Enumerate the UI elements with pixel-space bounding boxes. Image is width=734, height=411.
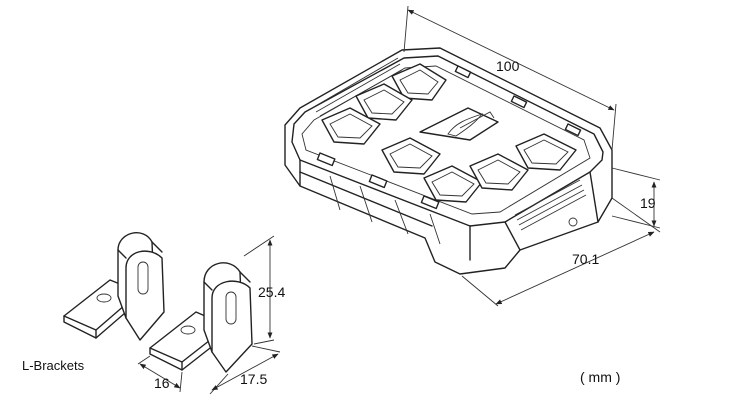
button-4 <box>381 137 441 175</box>
l-bracket-right <box>149 262 253 373</box>
button-2 <box>355 83 413 121</box>
brackets-caption: L-Brackets <box>22 358 85 373</box>
bracket-height-label: 25.4 <box>258 284 285 300</box>
width-label: 70.1 <box>572 251 599 267</box>
dragon-logo-icon <box>419 107 499 141</box>
bracket-width-label: 17.5 <box>240 371 267 387</box>
button-7 <box>515 133 577 171</box>
dimension-height: 19 <box>611 167 661 229</box>
button-3 <box>321 107 381 145</box>
dimension-length: 100 <box>403 5 617 151</box>
height-label: 19 <box>640 195 656 211</box>
dimension-bracket-width: 17.5 <box>209 345 281 395</box>
dimension-bracket-height: 25.4 <box>243 235 285 345</box>
unit-note: ( mm ) <box>580 369 620 385</box>
bracket-depth-label: 16 <box>154 375 170 391</box>
l-bracket-left <box>63 232 165 341</box>
button-5 <box>423 165 483 203</box>
button-6 <box>469 153 529 191</box>
length-label: 100 <box>496 58 520 74</box>
dimension-bracket-depth: 16 <box>137 355 183 393</box>
dimension-width: 70.1 <box>461 197 661 307</box>
